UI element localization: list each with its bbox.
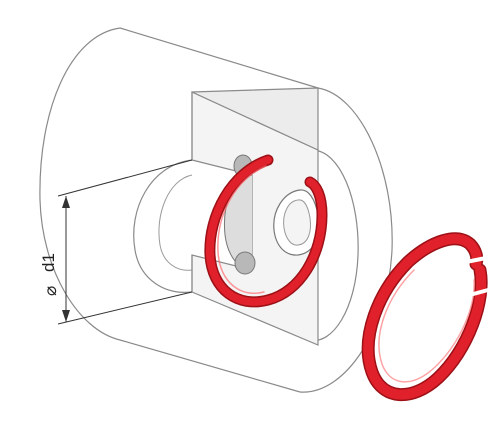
extension-line-bottom — [57, 291, 193, 325]
extension-line-top — [57, 159, 193, 197]
loose-ring-inner-edge — [378, 269, 475, 383]
installed-ring-highlight — [217, 165, 267, 294]
dimension-arrow-top — [62, 196, 70, 208]
bearing-ball-bottom — [234, 251, 256, 275]
bearing-inner-bore — [283, 199, 311, 246]
bore-step — [158, 174, 193, 271]
dimension-d1 — [57, 159, 193, 325]
bearing — [223, 154, 320, 275]
housing-front-inner-arc — [309, 149, 359, 341]
housing-front-outer-arc — [299, 87, 393, 393]
dimension-arrow-bottom — [62, 310, 70, 322]
dimension-label: d1 — [39, 253, 58, 272]
diameter-symbol: ⌀ — [41, 286, 60, 296]
bore-edge — [133, 159, 193, 293]
housing-top-edge — [119, 27, 319, 89]
housing-back-edge — [39, 27, 121, 341]
loose-ring-gap-end-bottom — [464, 288, 490, 298]
loose-ring — [361, 232, 490, 401]
loose-ring-face — [363, 233, 487, 400]
installed-ring — [204, 154, 328, 308]
housing-bottom-edge — [119, 339, 301, 393]
loose-ring-gap-end-top — [464, 256, 488, 264]
section-top-plane — [191, 87, 319, 151]
housing — [39, 27, 393, 393]
installed-ring-face — [205, 156, 327, 306]
